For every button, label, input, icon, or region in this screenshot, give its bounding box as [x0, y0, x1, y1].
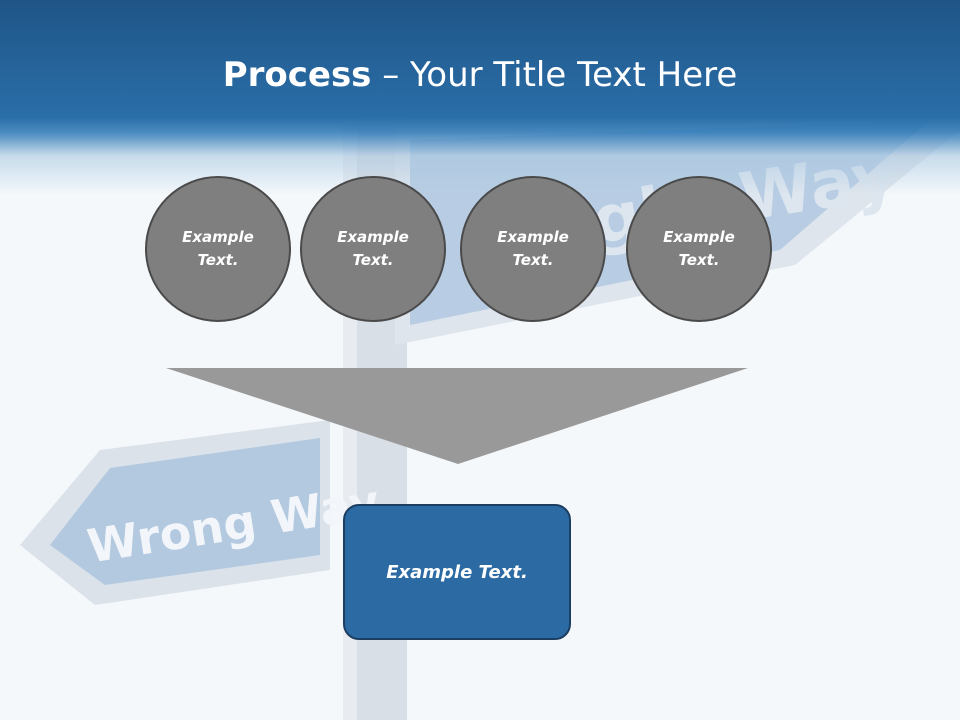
title-rest: – Your Title Text Here [371, 55, 738, 95]
result-box: Example Text. [343, 504, 571, 640]
step-circle-2: Example Text. [300, 176, 446, 322]
step-circle-2-text: Example Text. [337, 228, 409, 269]
title-band [0, 0, 960, 195]
step-circle-4-text: Example Text. [663, 228, 735, 269]
funnel-arrow [166, 368, 748, 464]
result-box-text: Example Text. [386, 561, 528, 583]
step-circle-3: Example Text. [460, 176, 606, 322]
title-bold: Process [222, 55, 372, 95]
step-circle-3-text: Example Text. [497, 228, 569, 269]
step-circle-1: Example Text. [145, 176, 291, 322]
step-circle-1-text: Example Text. [182, 228, 254, 269]
page-title: Process – Your Title Text Here [0, 52, 960, 98]
step-circle-4: Example Text. [626, 176, 772, 322]
